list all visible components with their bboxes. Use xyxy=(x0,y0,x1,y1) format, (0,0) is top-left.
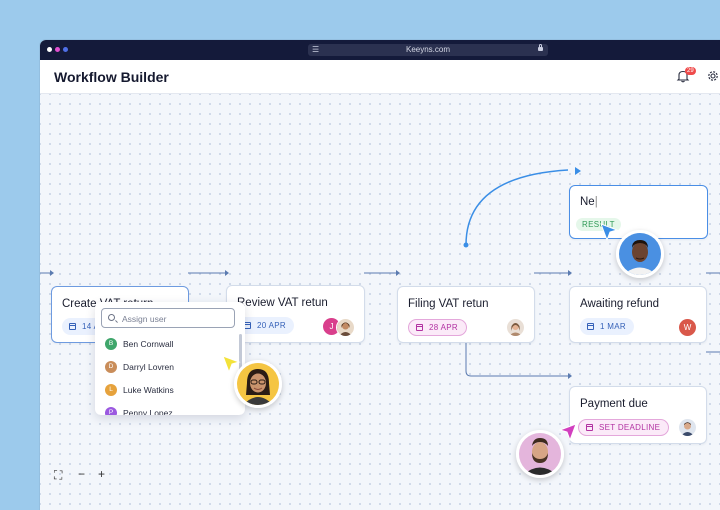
collaborator-cursor-blue xyxy=(600,223,619,242)
node-payment-due[interactable]: Payment due SET DEADLINE xyxy=(569,386,707,444)
collaborator-cursor-pink xyxy=(558,423,577,442)
connector-lines xyxy=(40,167,720,379)
assignee-avatar[interactable] xyxy=(507,319,524,336)
due-date: 28 APR xyxy=(429,323,458,332)
assignee-avatar[interactable] xyxy=(336,318,355,337)
user-name: Ben Cornwall xyxy=(123,339,174,349)
calendar-icon xyxy=(587,323,594,330)
user-avatar: P xyxy=(105,407,117,415)
collaborator-avatar-woman xyxy=(234,360,282,408)
assign-user-placeholder: Assign user xyxy=(122,314,167,324)
notification-badge: 29 xyxy=(685,67,696,75)
node-title-input[interactable]: Ne| xyxy=(580,196,598,208)
gear-icon[interactable] xyxy=(706,69,720,83)
assign-user-dropdown: Assign user B Ben Cornwall D Darryl Lovr… xyxy=(95,302,245,415)
fit-view-button[interactable]: ⛶ xyxy=(54,468,63,482)
calendar-icon xyxy=(69,323,76,330)
node-title: Payment due xyxy=(580,398,648,410)
user-avatar: D xyxy=(105,361,117,373)
dropdown-scrollbar[interactable] xyxy=(239,334,242,372)
connector-draft-curve xyxy=(465,169,569,246)
menu-icon[interactable]: ☰ xyxy=(312,45,320,54)
arrow-head xyxy=(568,270,572,276)
node-title: Filing VAT retun xyxy=(408,298,489,310)
node-filing-vat-return[interactable]: Filing VAT retun 28 APR xyxy=(397,286,535,343)
arrow-head xyxy=(575,167,581,175)
connector-handle-dot xyxy=(463,242,469,248)
text-cursor: | xyxy=(594,196,598,208)
arrow-head xyxy=(50,270,54,276)
arrow-head xyxy=(225,270,229,276)
due-date-pill[interactable]: 20 APR xyxy=(237,317,294,334)
address-bar[interactable]: ☰ Keeyns.com xyxy=(308,44,548,56)
user-name: Luke Watkins xyxy=(123,385,174,395)
window-dot-maximize[interactable] xyxy=(63,47,68,52)
user-avatar: L xyxy=(105,384,117,396)
assignee-avatar[interactable] xyxy=(679,419,696,436)
url-text: Keeyns.com xyxy=(405,45,451,54)
window-dot-minimize[interactable] xyxy=(55,47,60,52)
arrow-head xyxy=(396,270,400,276)
assign-user-search[interactable]: Assign user xyxy=(101,308,235,328)
calendar-icon xyxy=(586,424,593,431)
bell-icon[interactable] xyxy=(676,69,690,83)
due-date: 20 APR xyxy=(257,321,286,330)
lock-icon xyxy=(538,44,543,51)
due-date-pill[interactable]: 28 APR xyxy=(408,319,467,336)
window-dot-close[interactable] xyxy=(47,47,52,52)
app-window: ☰ Keeyns.com Workflow Builder 29 xyxy=(40,40,720,510)
user-name: Darryl Lovren xyxy=(123,362,175,372)
assignee-avatar-letter[interactable]: W xyxy=(679,319,696,336)
assignee-avatar-letter[interactable]: J xyxy=(323,318,340,335)
set-deadline-button[interactable]: SET DEADLINE xyxy=(578,419,670,436)
node-title: Awaiting refund xyxy=(580,298,660,310)
calendar-icon xyxy=(244,322,251,329)
due-date-pill[interactable]: 1 MAR xyxy=(580,318,634,335)
page-title: Workflow Builder xyxy=(54,69,169,85)
node-title-text: Ne xyxy=(580,196,595,208)
collaborator-cursor-yellow xyxy=(222,355,241,374)
collaborator-avatar-bearded-man xyxy=(516,430,564,478)
app-header: Workflow Builder 29 xyxy=(40,60,720,94)
node-title: Review VAT retun xyxy=(237,297,328,309)
user-avatar: B xyxy=(105,338,117,350)
arrow-head xyxy=(568,373,572,379)
connector-filing-payment xyxy=(465,301,568,377)
workflow-canvas[interactable]: Create VAT return 14 APR Review VAT retu… xyxy=(40,94,720,510)
zoom-in-button[interactable]: + xyxy=(98,467,106,481)
calendar-icon xyxy=(416,324,423,331)
node-review-vat-return[interactable]: Review VAT retun 20 APR J xyxy=(226,285,365,343)
user-name: Penny Lopez xyxy=(123,408,173,415)
set-deadline-label: SET DEADLINE xyxy=(599,423,661,432)
due-date: 1 MAR xyxy=(600,322,626,331)
zoom-out-button[interactable]: − xyxy=(78,467,86,481)
browser-titlebar: ☰ Keeyns.com xyxy=(40,40,720,60)
node-awaiting-refund[interactable]: Awaiting refund 1 MAR W xyxy=(569,286,707,343)
collaborator-avatar-man xyxy=(616,230,664,278)
search-icon xyxy=(108,314,115,321)
